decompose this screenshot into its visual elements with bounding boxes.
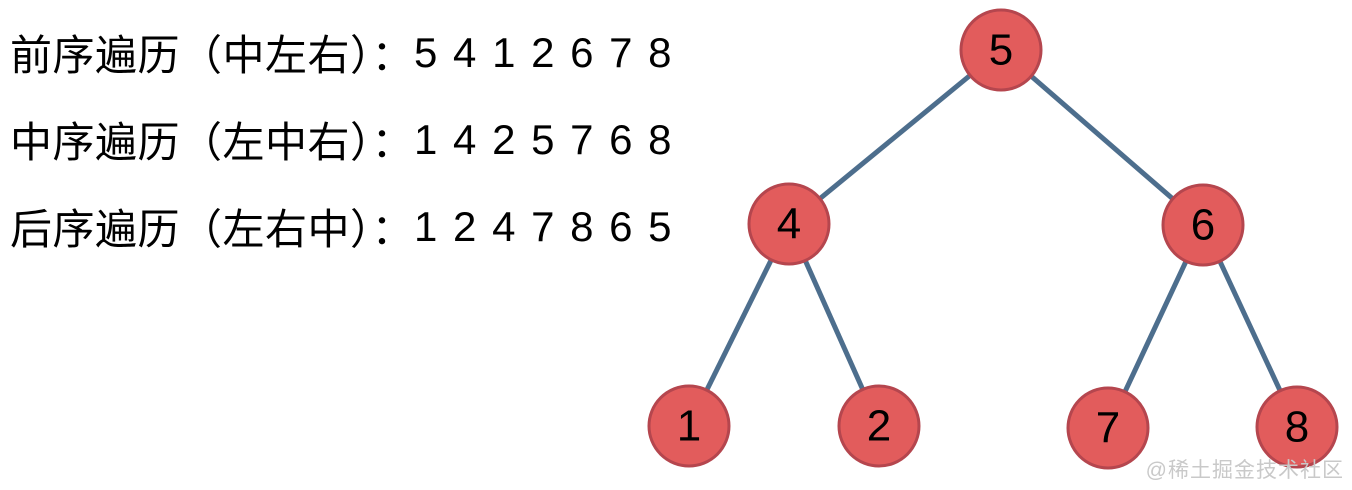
tree-node-circle-6: [1161, 183, 1245, 267]
tree-node-circle-4: [747, 182, 831, 266]
tree-node-label-5: 5: [989, 26, 1013, 75]
tree-node-label-8: 8: [1285, 403, 1309, 452]
tree-node-1: 1: [647, 384, 731, 468]
watermark: @稀土掘金技术社区: [1145, 459, 1344, 482]
tree-node-4: 4: [747, 182, 831, 266]
tree-node-2: 2: [837, 384, 921, 468]
tree-node-8: 8: [1255, 385, 1339, 469]
traversal-postorder-sequence: 1 2 4 7 8 6 5: [414, 202, 674, 250]
traversal-preorder: 前序遍历（中左右）：5 4 1 2 6 7 8: [10, 9, 674, 96]
tree-node-7: 7: [1066, 386, 1150, 470]
tree-node-5: 5: [959, 8, 1043, 92]
tree-node-label-6: 6: [1191, 201, 1215, 250]
tree-node-6: 6: [1161, 183, 1245, 267]
traversal-inorder-sequence: 1 4 2 5 7 6 8: [414, 115, 674, 163]
tree-node-label-4: 4: [777, 200, 801, 249]
traversal-inorder: 中序遍历（左中右）：1 4 2 5 7 6 8: [10, 96, 674, 183]
tree-node-circle-1: [647, 384, 731, 468]
tree-node-circle-7: [1066, 386, 1150, 470]
tree-node-circle-8: [1255, 385, 1339, 469]
tree-node-label-7: 7: [1096, 404, 1120, 453]
traversal-postorder-label: 后序遍历（左右中）：: [10, 206, 415, 253]
traversal-inorder-label: 中序遍历（左中右）：: [10, 119, 415, 166]
tree-edge-5-4: [787, 48, 1003, 226]
tree-node-label-1: 1: [677, 402, 701, 451]
traversal-list: 前序遍历（中左右）：5 4 1 2 6 7 8 中序遍历（左中右）：1 4 2 …: [10, 9, 674, 270]
traversal-preorder-sequence: 5 4 1 2 6 7 8: [414, 28, 674, 76]
tree-node-label-2: 2: [867, 402, 891, 451]
traversal-preorder-label: 前序遍历（中左右）：: [10, 32, 415, 79]
tree-node-circle-2: [837, 384, 921, 468]
traversal-postorder: 后序遍历（左右中）：1 2 4 7 8 6 5: [10, 183, 674, 270]
tree-edge-5-6: [999, 48, 1205, 227]
tree-node-circle-5: [959, 8, 1043, 92]
